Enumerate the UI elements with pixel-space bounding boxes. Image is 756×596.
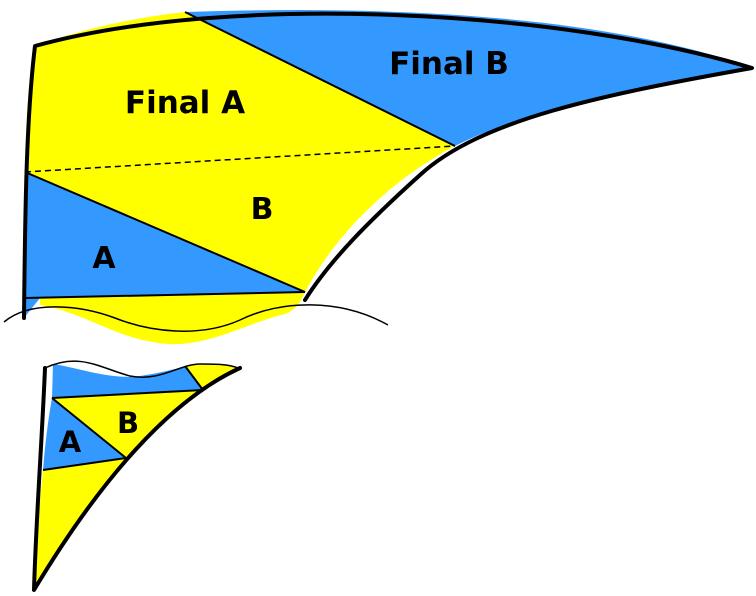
final-a-region: [25, 12, 455, 172]
lower-edge-4: [184, 365, 204, 391]
lower-edge-3: [42, 457, 127, 471]
lower-bottom-region: [34, 458, 126, 590]
lower-piece: [32, 360, 242, 592]
lower-outline: [32, 366, 242, 592]
a-region: [25, 172, 305, 298]
bottom-strip-region: [40, 292, 305, 345]
upper-tear-line: [3, 304, 389, 332]
lower-edge-2: [51, 397, 127, 459]
lower-top-blue-region: [52, 364, 203, 398]
lower-a-label: A: [59, 425, 82, 459]
lower-b-label: B: [117, 406, 139, 440]
upper-outline: [22, 11, 754, 320]
a-b-division-edge: [24, 171, 306, 293]
lower-tear-line: [44, 360, 239, 378]
upper-piece: [3, 10, 754, 345]
b-label: B: [251, 192, 274, 227]
final-b-label: Final B: [389, 46, 509, 82]
a-label: A: [92, 241, 116, 276]
final-division-edge: [184, 11, 456, 147]
b-region: [25, 146, 455, 292]
lower-b-region: [52, 390, 203, 458]
lower-a-region: [43, 398, 126, 470]
final-a-label: Final A: [125, 85, 245, 121]
final-b-region: [185, 10, 752, 147]
lower-edge-1: [51, 389, 204, 399]
strip-top-edge: [24, 291, 306, 299]
fold-line-dashed: [24, 145, 456, 173]
bottom-left-sliver: [24, 298, 40, 318]
